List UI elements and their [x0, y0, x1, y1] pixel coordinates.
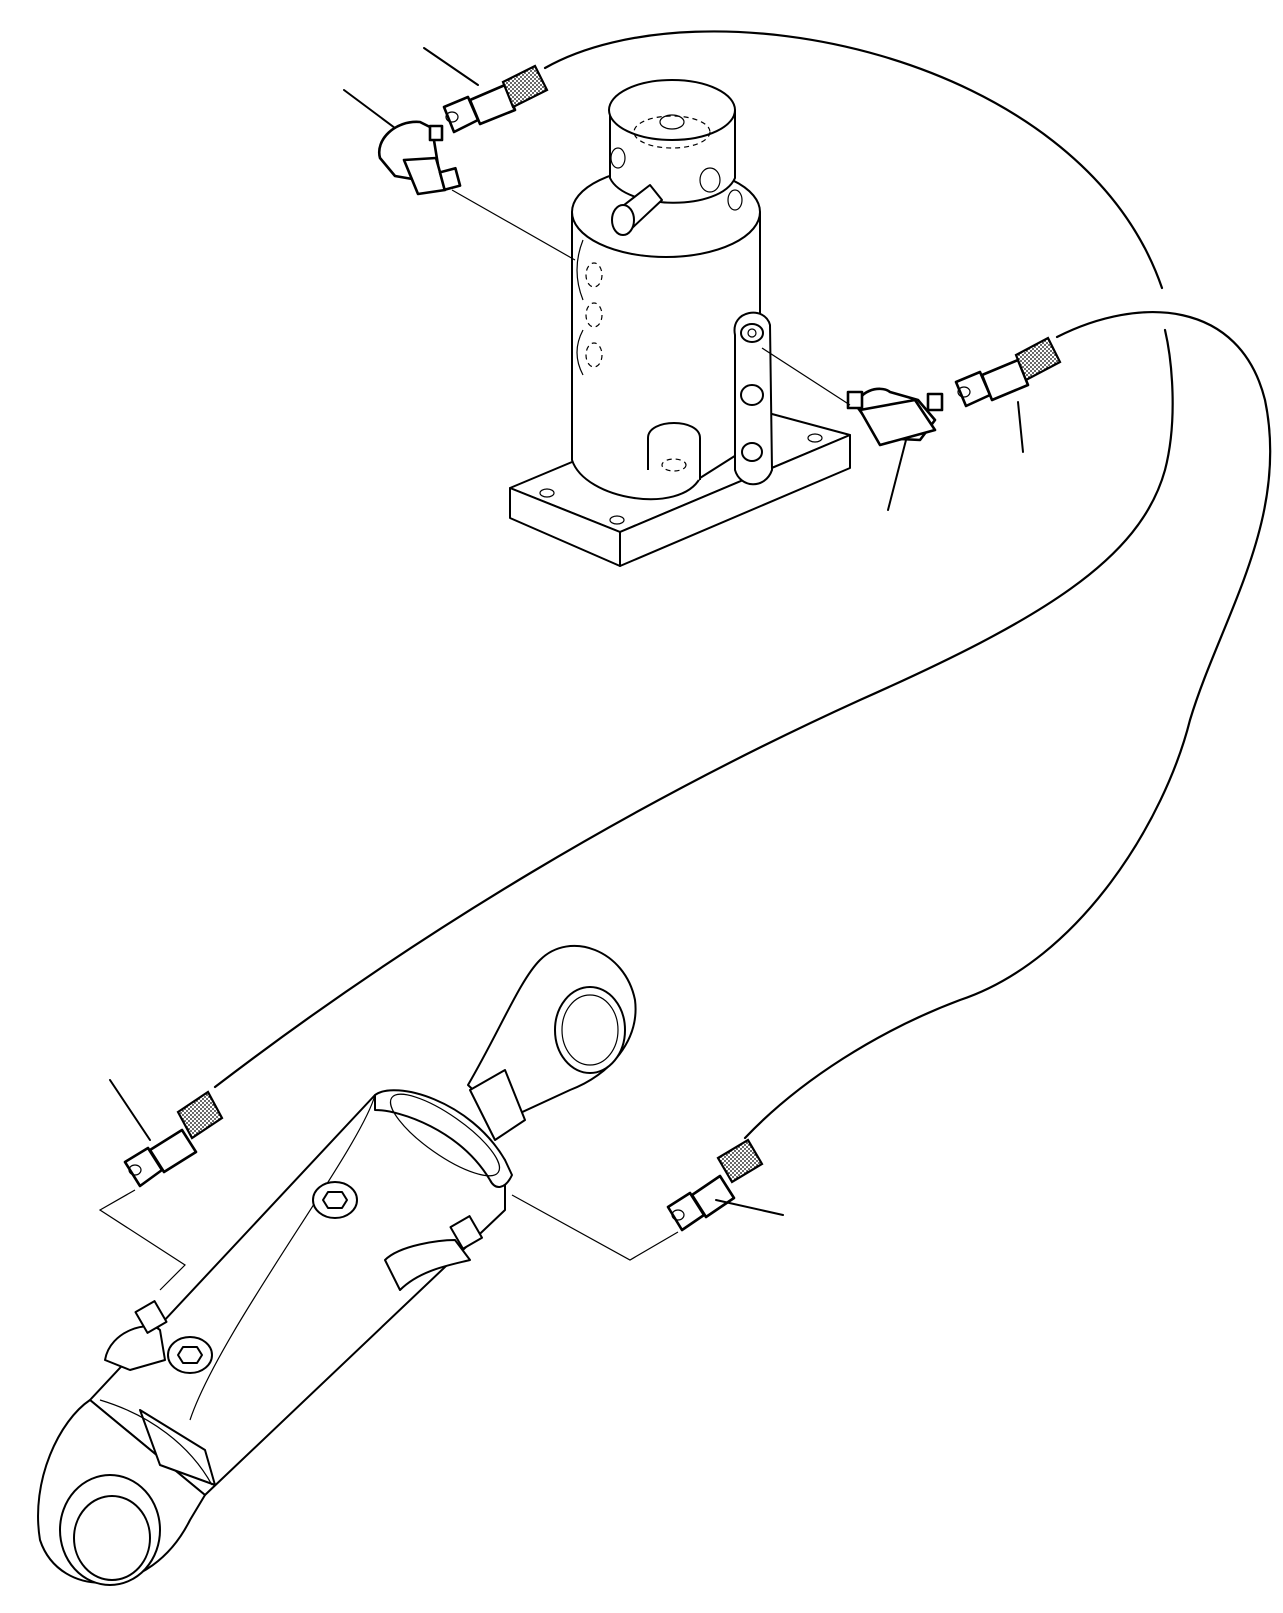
leader-lines: [109, 47, 1024, 1216]
connection-lines: [98, 189, 851, 1291]
hose-1: [213, 30, 1174, 1089]
swivel-joint: [509, 79, 851, 567]
elbow-fitting-right: [846, 387, 944, 447]
hose-end-fitting-upper: [442, 64, 549, 134]
hose-2: [743, 311, 1272, 1140]
hydraulic-cylinder: [37, 944, 637, 1586]
hose-end-fitting-lower-right: [666, 1138, 764, 1232]
hose-end-fitting-right: [954, 336, 1062, 408]
hose-end-fitting-lower-left: [123, 1090, 224, 1188]
elbow-fitting-upper-left: [377, 120, 462, 196]
